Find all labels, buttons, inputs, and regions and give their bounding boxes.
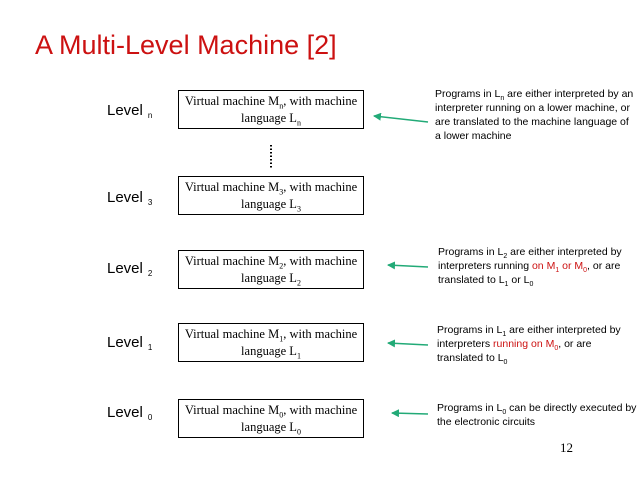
note-level-0: Programs in L0 can be directly executed … <box>437 402 637 428</box>
slide-title: A Multi-Level Machine [2] <box>35 30 337 60</box>
note-level-2: Programs in L2 are either interpreted by… <box>438 246 622 289</box>
page-number: 12 <box>560 440 573 455</box>
note-level-n: Programs in Ln are either interpreted by… <box>435 88 634 142</box>
arrow-level-n <box>373 112 429 123</box>
note-level-1: Programs in L1 are either interpreted by… <box>437 324 621 367</box>
arrow-level-0 <box>391 409 429 418</box>
arrow-level-1 <box>387 339 429 348</box>
arrow-level-2 <box>387 261 429 270</box>
